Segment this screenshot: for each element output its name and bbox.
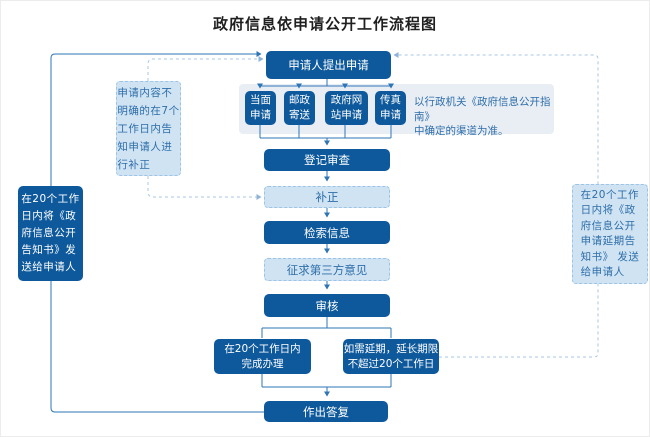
note-supplement: 申请内容不 明确的在7个 工作日内告 知申请人进 行补正 [116, 81, 181, 176]
node-method-website: 政府网站申请 [325, 91, 368, 125]
node-disclosure-notice: 在20个工作 日内将《政 府信息公开 告知书》发 送给申请人 [18, 186, 83, 281]
node-review: 审核 [264, 294, 390, 317]
node-register-review: 登记审查 [264, 149, 390, 171]
node-third-party-opinion: 征求第三方意见 [264, 258, 390, 281]
node-method-inperson: 当面申请 [245, 91, 276, 125]
page-title: 政府信息依申请公开工作流程图 [212, 15, 437, 33]
node-extension-notice: 在20个工作 日内将《政 府信息公开 申请延期告 知书》 发送 给申请人 [572, 184, 648, 284]
methods-note: 以行政机关《政府信息公开指南》 中确定的渠道为准。 [414, 96, 551, 137]
node-method-fax: 传真申请 [375, 91, 406, 125]
node-complete-20days: 在20个工作日内 完成办理 [214, 339, 311, 374]
node-correction: 补正 [264, 186, 390, 208]
node-reply: 作出答复 [264, 401, 388, 422]
node-apply: 申请人提出申请 [266, 51, 391, 79]
node-retrieve-info: 检索信息 [264, 221, 390, 244]
node-method-mail: 邮政寄送 [284, 91, 315, 125]
node-extend-20days: 如需延期，延长期限 不超过20个工作日 [343, 339, 439, 374]
